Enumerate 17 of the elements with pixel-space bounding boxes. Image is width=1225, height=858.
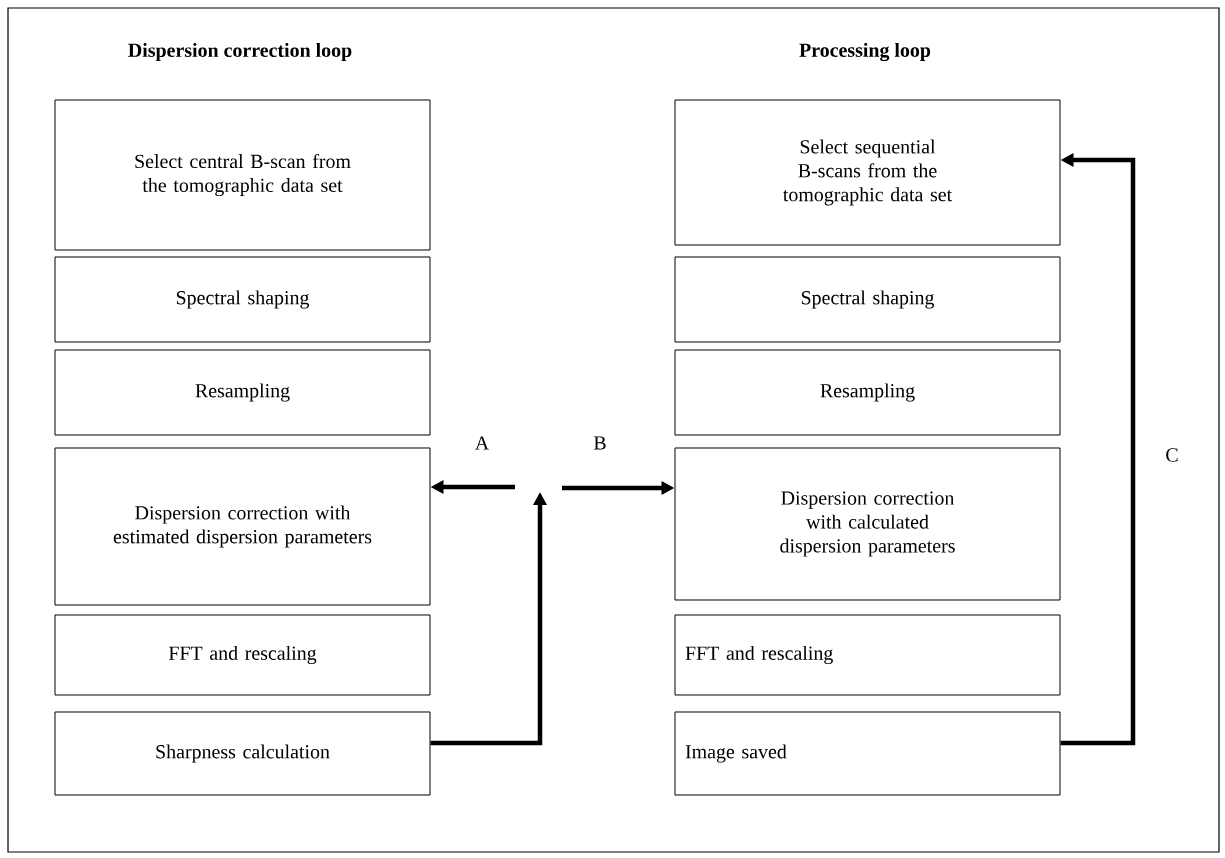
process-box: Sharpness calculation bbox=[54, 711, 431, 796]
column-heading: Dispersion correction loop bbox=[128, 42, 352, 62]
process-box: Dispersion correction with estimated dispersion parameters bbox=[54, 447, 431, 606]
process-box: Spectral shaping bbox=[674, 256, 1061, 343]
column-heading: Processing loop bbox=[799, 42, 931, 62]
process-box: Select central B-scan from the tomographic data set bbox=[54, 99, 431, 251]
process-box: Dispersion correction with calculated dispersion parameters bbox=[674, 447, 1061, 601]
edge-label: B bbox=[591, 434, 609, 452]
edge-label: C bbox=[1163, 446, 1181, 464]
process-box: Select sequential B-scans from the tomographic data set bbox=[674, 99, 1061, 246]
process-box: Resampling bbox=[54, 349, 431, 436]
process-box: Image saved bbox=[674, 711, 1061, 796]
process-box: FFT and rescaling bbox=[54, 614, 431, 696]
process-box: FFT and rescaling bbox=[674, 614, 1061, 696]
process-box: Spectral shaping bbox=[54, 256, 431, 343]
process-box: Resampling bbox=[674, 349, 1061, 436]
edge-label: A bbox=[472, 434, 492, 452]
